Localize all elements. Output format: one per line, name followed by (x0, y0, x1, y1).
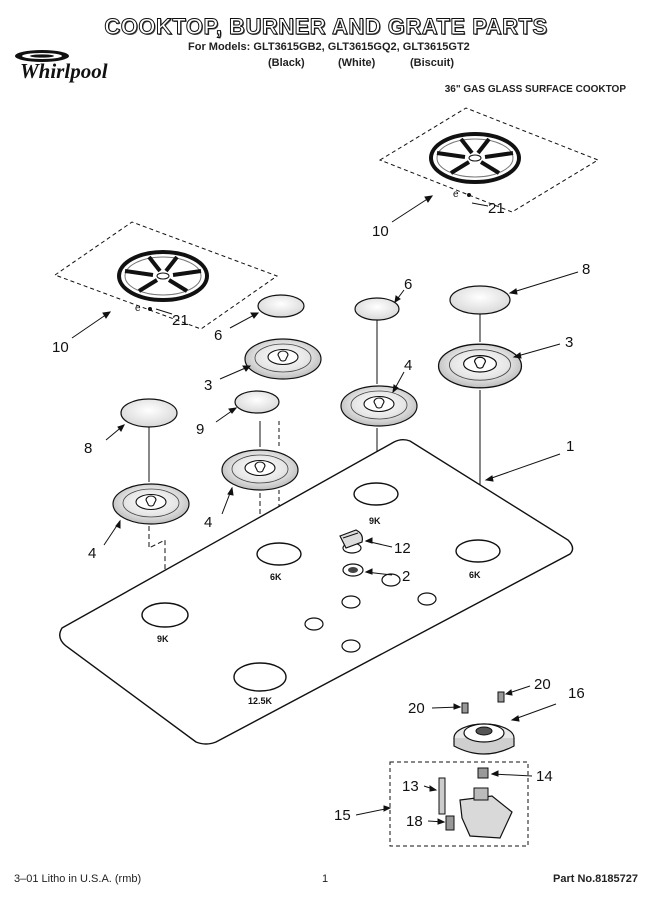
callout-cap-mid-lower: 9 (196, 421, 204, 438)
callout-electrode: 13 (402, 778, 419, 795)
leader-lines (71, 195, 579, 825)
callout-numbers: 10 21 10 21 6 6 8 3 4 3 8 9 4 4 1 12 2 2… (52, 200, 590, 830)
color-white: (White) (338, 57, 376, 69)
footer-page-number: 1 (322, 873, 329, 885)
callout-cap-center-top: 6 (404, 276, 412, 293)
callout-bezel: 2 (402, 568, 410, 585)
callout-head-right: 3 (565, 334, 573, 351)
color-black: (Black) (268, 57, 305, 69)
hole-labels: 9K 6K 6K 9K 12.5K (157, 516, 481, 706)
callout-cap-left-top: 6 (214, 327, 222, 344)
model-list: For Models: GLT3615GB2, GLT3615GQ2, GLT3… (188, 41, 470, 53)
valve-group (389, 761, 529, 847)
callout-grate-left-screw: 21 (172, 312, 189, 329)
callout-grate-right: 10 (372, 223, 389, 240)
callout-cap-right-top: 8 (582, 261, 590, 278)
callout-screw-18: 18 (406, 813, 423, 830)
page-title: COOKTOP, BURNER AND GRATE PARTS (104, 14, 548, 40)
hole-label-center-back: 9K (369, 516, 381, 526)
callout-head-center: 4 (404, 357, 412, 374)
callout-burner-base: 16 (568, 685, 585, 702)
hole-label-left-front: 9K (157, 634, 169, 644)
knob-bezel (342, 563, 364, 577)
footer-part-number: Part No.8185727 (553, 873, 638, 885)
callout-cooktop: 1 (566, 438, 574, 455)
glass-cooktop (59, 439, 574, 745)
callout-screw-14: 14 (536, 768, 553, 785)
grate-right (378, 107, 600, 213)
callout-grate-right-screw: 21 (488, 200, 505, 217)
burner-caps (120, 285, 511, 428)
callout-head-left-top: 3 (204, 377, 212, 394)
callout-head-left-lower: 4 (88, 545, 96, 562)
callout-e-left: e (135, 303, 141, 314)
hole-label-left-mid: 6K (270, 572, 282, 582)
callout-valve-group: 15 (334, 807, 351, 824)
color-biscuit: (Biscuit) (410, 57, 454, 69)
callout-knob: 12 (394, 540, 411, 557)
grate-left (53, 221, 279, 330)
callout-screw-left: 20 (408, 700, 425, 717)
burner-base (453, 691, 515, 755)
product-subtitle: 36" GAS GLASS SURFACE COOKTOP (444, 84, 626, 95)
brand-logo-icon (15, 50, 69, 62)
callout-cap-left-lower: 8 (84, 440, 92, 457)
callout-e-right: e (453, 189, 459, 200)
callout-grate-left: 10 (52, 339, 69, 356)
hole-label-right: 6K (469, 570, 481, 580)
callout-head-mid-lower: 4 (204, 514, 212, 531)
brand-name: Whirlpool (20, 59, 108, 83)
hole-label-front-center: 12.5K (248, 696, 273, 706)
callout-screw-right: 20 (534, 676, 551, 693)
control-knob (339, 529, 363, 554)
footer-litho: 3–01 Litho in U.S.A. (rmb) (14, 873, 142, 885)
